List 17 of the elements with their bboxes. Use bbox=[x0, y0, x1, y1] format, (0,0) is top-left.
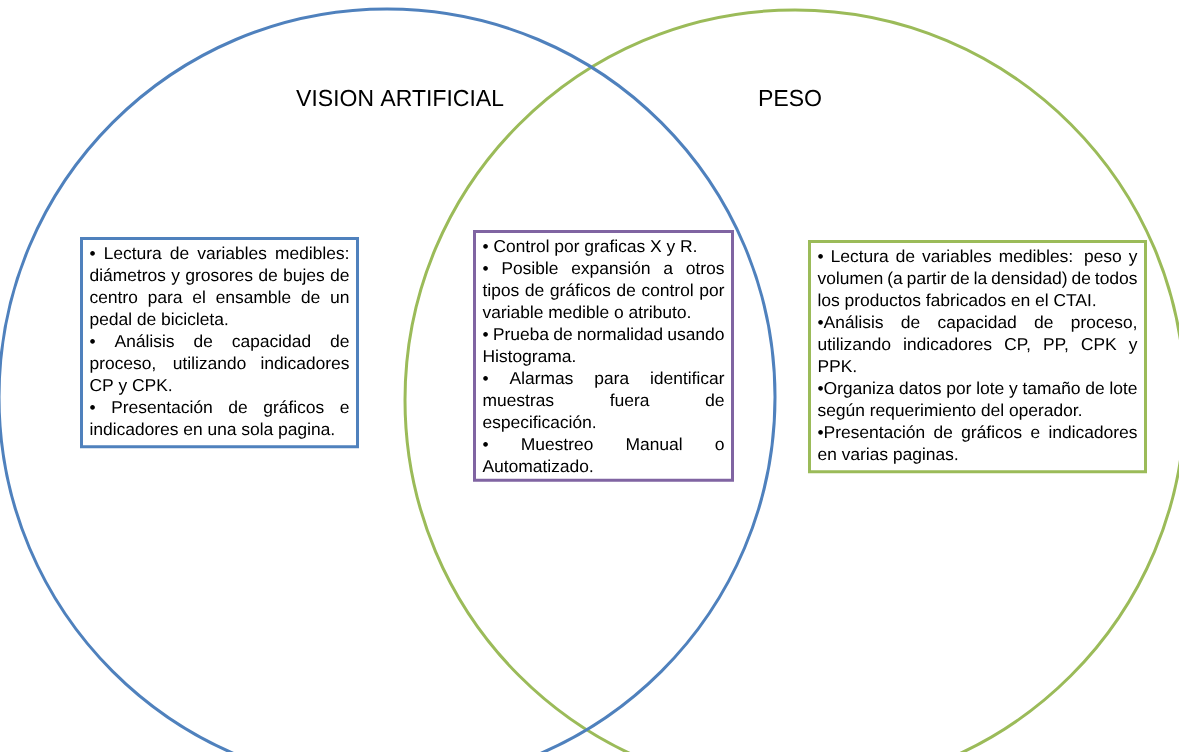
text-box bbox=[473, 230, 734, 482]
list-item: • Lectura de variables medibles: diámetros y grosores de bujes de centro para el ensamble de un pedal de bicicleta. bbox=[90, 246, 349, 329]
list-item: • Posible expansión a otros tipos de gráficos de control por variable medible o atributo. bbox=[482, 261, 725, 319]
list-item: •Organiza datos por lote y tamaño de lote según requerimiento del operador. bbox=[818, 381, 1137, 420]
list-item: • Lectura de variables medibles: peso y volumen (a partir de la densidad) de todos los productos fabricados en el CTAI. bbox=[817, 249, 1138, 310]
list-item: • Muestreo Manual o Automatizado. bbox=[482, 437, 724, 473]
text-box bbox=[808, 240, 1147, 474]
list-item: •Presentación de gráficos e indicadores en varias paginas. bbox=[818, 425, 1137, 464]
list-item: • Control por graficas X y R. bbox=[483, 239, 696, 256]
circle-heading: VISION ARTIFICIAL bbox=[296, 89, 504, 107]
list-item: • Prueba de normalidad usando Histograma. bbox=[483, 327, 724, 366]
text-box bbox=[80, 237, 359, 449]
circle-heading: PESO bbox=[759, 89, 821, 107]
list-item: • Análisis de capacidad de proceso, utilizando indicadores CP y CPK. bbox=[90, 334, 349, 395]
list-item: • Alarmas para identificar muestras fuera de especificación. bbox=[483, 371, 725, 432]
list-item: •Análisis de capacidad de proceso, utilizando indicadores CP, PP, CPK y PPK. bbox=[818, 315, 1138, 373]
list-item: • Presentación de gráficos e indicadores en una sola pagina. bbox=[90, 400, 349, 439]
